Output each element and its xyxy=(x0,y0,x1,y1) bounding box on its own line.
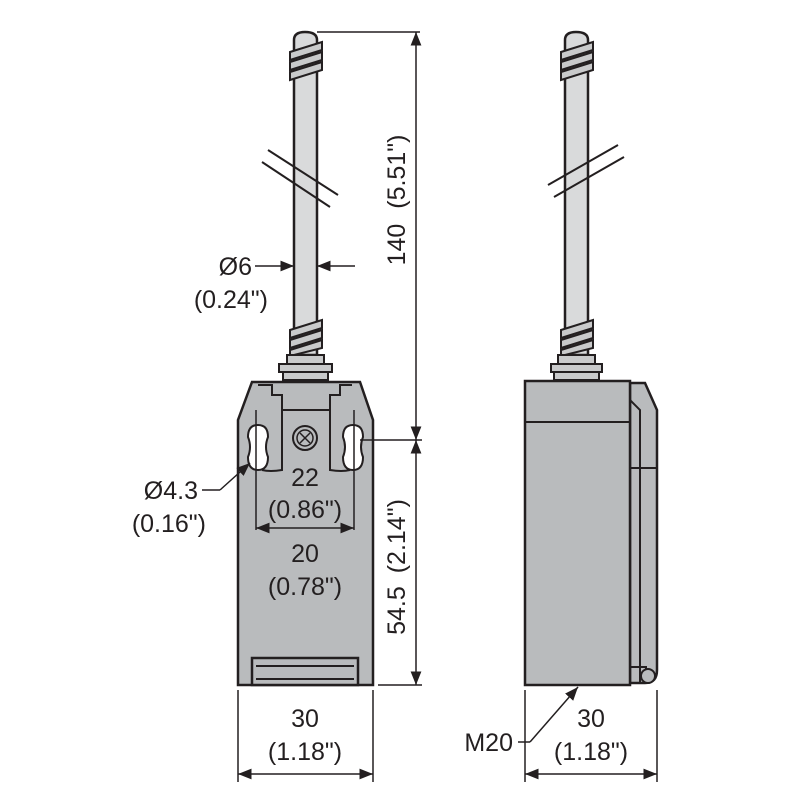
hole-spacing-max-inch: (0.86") xyxy=(268,496,342,524)
body-height-inch: (2.14") xyxy=(383,499,411,573)
mounting-hole-right xyxy=(341,423,365,472)
body-depth-value: 30 xyxy=(577,705,605,733)
side-actuator-flap xyxy=(628,381,659,685)
side-view: M20 30 (1.18") xyxy=(464,30,659,782)
side-body xyxy=(523,379,632,687)
hole-spacing-min-value: 20 xyxy=(291,540,319,568)
body-depth-inch: (1.18") xyxy=(554,738,628,766)
mounting-hole-value: Ø4.3 xyxy=(144,477,198,505)
cover-screw-icon xyxy=(292,425,318,451)
body-height-value: 54.5 xyxy=(383,586,411,635)
hole-spacing-max-value: 22 xyxy=(291,464,319,492)
rod-length-inch: (5.51") xyxy=(383,135,411,209)
front-rod xyxy=(261,30,339,381)
cable-entry-label: M20 xyxy=(464,729,513,757)
rod-diameter-inch: (0.24") xyxy=(194,286,268,314)
top-spring xyxy=(289,40,323,82)
bottom-spring xyxy=(289,318,323,358)
svg-text:140 (5.51"): 140 (5.51") xyxy=(383,135,411,266)
break-mark xyxy=(261,149,339,208)
body-width-inch: (1.18") xyxy=(268,738,342,766)
front-bottom-plate xyxy=(250,656,360,687)
side-rod xyxy=(547,30,625,381)
body-width-value: 30 xyxy=(291,705,319,733)
hole-spacing-min-inch: (0.78") xyxy=(268,573,342,601)
rod-length-value: 140 xyxy=(383,224,411,266)
svg-text:54.5 (2.14"): 54.5 (2.14") xyxy=(383,499,411,635)
front-view: 22 (0.86") 20 (0.78") Ø6 (0.24") Ø4.3 (0… xyxy=(132,30,422,782)
mounting-hole-left xyxy=(246,423,270,472)
front-body xyxy=(236,380,375,687)
rod-diameter-value: Ø6 xyxy=(219,253,252,281)
mounting-hole-inch: (0.16") xyxy=(132,510,206,538)
